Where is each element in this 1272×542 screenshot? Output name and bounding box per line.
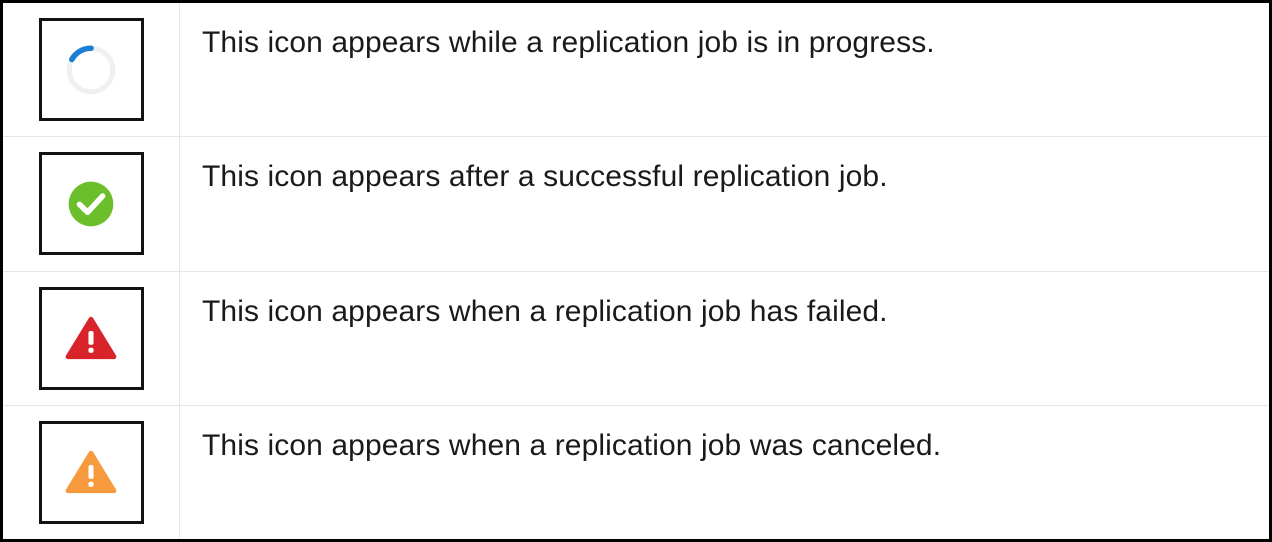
icon-box bbox=[38, 420, 144, 524]
canceled-warning-triangle-icon bbox=[65, 451, 117, 494]
table-row: This icon appears while a replication jo… bbox=[3, 3, 1269, 138]
icon-box bbox=[38, 152, 144, 256]
success-check-circle-icon bbox=[68, 181, 114, 227]
error-warning-triangle-icon bbox=[65, 316, 117, 360]
description-text: This icon appears while a replication jo… bbox=[202, 26, 935, 59]
description-cell: This icon appears when a replication job… bbox=[180, 272, 1269, 405]
description-cell: This icon appears while a replication jo… bbox=[180, 3, 1269, 136]
description-cell: This icon appears when a replication job… bbox=[180, 406, 1269, 539]
description-text: This icon appears when a replication job… bbox=[202, 294, 888, 328]
icon-cell bbox=[3, 271, 180, 405]
table-row: This icon appears when a replication job… bbox=[3, 271, 1269, 406]
icon-box bbox=[38, 286, 144, 390]
table-row: This icon appears when a replication job… bbox=[3, 405, 1269, 539]
description-cell: This icon appears after a successful rep… bbox=[180, 137, 1269, 270]
spinner-in-progress-icon bbox=[66, 45, 116, 94]
icon-cell bbox=[3, 3, 180, 137]
description-text: This icon appears after a successful rep… bbox=[202, 160, 888, 194]
icon-cell bbox=[3, 405, 180, 539]
icon-cell bbox=[3, 137, 180, 271]
description-text: This icon appears when a replication job… bbox=[202, 428, 942, 462]
icon-box bbox=[38, 18, 144, 122]
table-row: This icon appears after a successful rep… bbox=[3, 137, 1269, 272]
